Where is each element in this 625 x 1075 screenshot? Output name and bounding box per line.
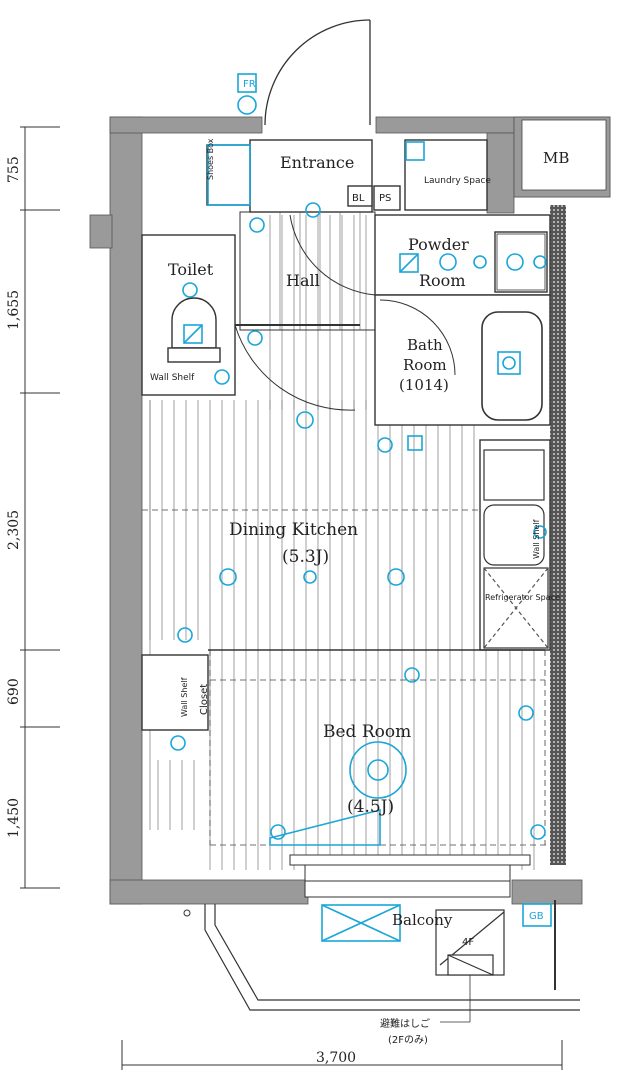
bathtub [481, 311, 543, 421]
drain-icon [183, 909, 191, 917]
ps-label: PS [379, 193, 391, 204]
dimension-4: 690 [6, 678, 22, 705]
gb-label: GB [529, 911, 544, 922]
bath-room-label-3: (1014) [399, 376, 449, 394]
fixtures [170, 73, 552, 927]
bath-room-label-2: Room [403, 356, 447, 374]
bed-room-label: Bed Room [323, 722, 411, 742]
closet-label: Closet [199, 684, 210, 715]
mb-space [521, 119, 607, 191]
wall-shelf-kitchen-label: Wall Shelf [532, 519, 541, 559]
bath-room-label-1: Bath [407, 336, 443, 354]
dimension-3: 2,305 [6, 510, 22, 550]
mb-label: MB [543, 149, 569, 167]
kitchen-counter [483, 449, 549, 649]
bed-room-size: (4.5J) [347, 797, 394, 817]
toilet-label: Toilet [168, 260, 214, 279]
left-dimension-line [20, 126, 60, 889]
escape-ladder-label: 避難はしご [380, 1017, 430, 1030]
laundry-space-label: Laundry Space [424, 176, 491, 186]
powder-room-label-1: Powder [408, 235, 469, 254]
floor-4f-label: 4F [462, 937, 474, 948]
entrance-label: Entrance [280, 153, 354, 172]
escape-ladder-note: (2Fのみ) [388, 1035, 428, 1046]
dimension-1: 755 [6, 156, 22, 183]
bottom-dimension-line [121, 1040, 563, 1070]
front-door [264, 19, 371, 126]
dimension-5: 1,450 [6, 798, 22, 838]
bl-label: BL [352, 193, 365, 204]
wall-shelf-closet-label: Wall Shelf [180, 677, 189, 717]
total-width-dimension: 3,700 [316, 1050, 356, 1066]
refrigerator-space-label: Refrigerator Space [485, 593, 560, 602]
powder-room-label-2: Room [419, 271, 465, 290]
fr-label: FR [243, 79, 256, 90]
dining-kitchen-label: Dining Kitchen [229, 520, 358, 540]
shoes-box-label: Shoes Box [206, 138, 215, 180]
floor-hatching [149, 215, 535, 870]
wall-shelf-toilet-label: Wall Shelf [150, 373, 195, 383]
dimension-2: 1,655 [6, 290, 22, 330]
dining-kitchen-size: (5.3J) [282, 547, 329, 567]
balcony-label: Balcony [392, 911, 453, 929]
toilet-fixture [167, 297, 221, 363]
hall-label: Hall [286, 271, 320, 290]
